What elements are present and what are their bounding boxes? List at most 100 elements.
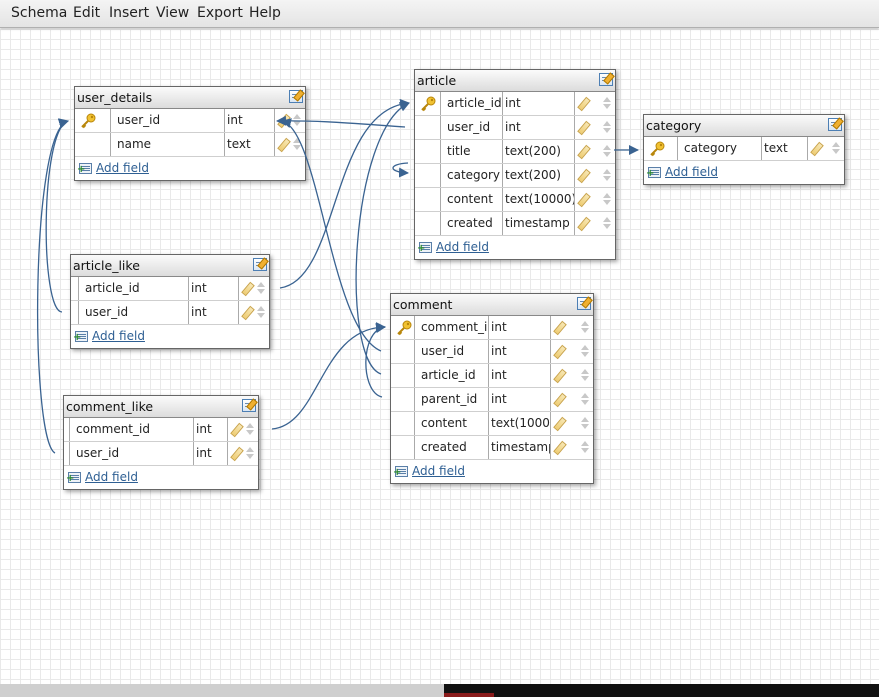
field-name[interactable]: article_id: [441, 92, 503, 115]
reorder-arrows-icon[interactable]: [603, 216, 611, 231]
reorder-arrows-icon[interactable]: [603, 168, 611, 183]
field-type[interactable]: int: [194, 418, 228, 441]
field-name[interactable]: article_id: [79, 277, 189, 300]
reorder-arrows-icon[interactable]: [257, 305, 265, 320]
pencil-icon[interactable]: [230, 446, 244, 462]
reorder-arrows-icon[interactable]: [293, 113, 301, 128]
pencil-icon[interactable]: [577, 216, 591, 232]
field-type[interactable]: int: [489, 364, 551, 387]
field-type[interactable]: text: [762, 137, 808, 160]
menu-insert[interactable]: Insert: [109, 5, 150, 21]
field-type[interactable]: int: [489, 340, 551, 363]
relation-connector[interactable]: [392, 162, 409, 178]
menu-help[interactable]: Help: [249, 5, 281, 21]
pencil-icon[interactable]: [577, 168, 591, 184]
field-name[interactable]: name: [111, 133, 225, 156]
menu-edit[interactable]: Edit: [73, 5, 101, 21]
reorder-arrows-icon[interactable]: [257, 281, 265, 296]
field-type[interactable]: text: [225, 133, 275, 156]
relation-connector[interactable]: [281, 118, 382, 352]
add-field-icon[interactable]: [77, 163, 92, 175]
field-type[interactable]: int: [225, 109, 275, 132]
field-type[interactable]: int: [189, 301, 239, 324]
field-type[interactable]: text(200): [503, 164, 575, 187]
pencil-icon[interactable]: [553, 392, 567, 408]
reorder-arrows-icon[interactable]: [581, 320, 589, 335]
pencil-icon[interactable]: [577, 192, 591, 208]
field-name[interactable]: user_id: [79, 301, 189, 324]
add-field-icon[interactable]: [417, 242, 432, 254]
pencil-icon[interactable]: [241, 305, 255, 321]
table-header[interactable]: comment_like: [64, 396, 258, 418]
reorder-arrows-icon[interactable]: [581, 392, 589, 407]
pencil-icon[interactable]: [241, 281, 255, 297]
field-type[interactable]: text(1000): [489, 412, 551, 435]
field-type[interactable]: timestamp: [503, 212, 575, 235]
field-type[interactable]: int: [503, 92, 575, 115]
add-field-icon[interactable]: [646, 167, 661, 179]
field-name[interactable]: user_id: [70, 442, 194, 465]
reorder-arrows-icon[interactable]: [603, 144, 611, 159]
add-field-link[interactable]: Add field: [665, 165, 718, 179]
field-name[interactable]: user_id: [415, 340, 489, 363]
pencil-icon[interactable]: [810, 141, 824, 157]
edit-table-icon[interactable]: [577, 297, 591, 310]
add-field-link[interactable]: Add field: [85, 470, 138, 484]
reorder-arrows-icon[interactable]: [832, 141, 840, 156]
field-name[interactable]: article_id: [415, 364, 489, 387]
field-type[interactable]: int: [489, 316, 551, 339]
edit-table-icon[interactable]: [289, 90, 303, 103]
scrollbar-thumb[interactable]: [0, 684, 444, 697]
add-field-icon[interactable]: [393, 466, 408, 478]
field-name[interactable]: category: [678, 137, 762, 160]
field-name[interactable]: user_id: [111, 109, 225, 132]
field-type[interactable]: timestamp: [489, 436, 551, 459]
edit-table-icon[interactable]: [599, 73, 613, 86]
pencil-icon[interactable]: [577, 120, 591, 136]
pencil-icon[interactable]: [277, 137, 291, 153]
field-name[interactable]: comment_id: [70, 418, 194, 441]
menu-export[interactable]: Export: [197, 5, 243, 21]
add-field-link[interactable]: Add field: [412, 464, 465, 478]
pencil-icon[interactable]: [553, 368, 567, 384]
field-type[interactable]: int: [489, 388, 551, 411]
reorder-arrows-icon[interactable]: [603, 96, 611, 111]
add-field-link[interactable]: Add field: [92, 329, 145, 343]
relation-connector[interactable]: [36, 118, 69, 454]
relation-connector[interactable]: [271, 322, 386, 430]
field-name[interactable]: content: [415, 412, 489, 435]
relation-connector[interactable]: [355, 102, 410, 375]
menu-view[interactable]: View: [156, 5, 190, 21]
field-type[interactable]: text(10000): [503, 188, 575, 211]
relation-connector[interactable]: [45, 119, 69, 313]
reorder-arrows-icon[interactable]: [246, 446, 254, 461]
table-header[interactable]: article_like: [71, 255, 269, 277]
reorder-arrows-icon[interactable]: [581, 368, 589, 383]
field-name[interactable]: title: [441, 140, 503, 163]
field-type[interactable]: int: [194, 442, 228, 465]
reorder-arrows-icon[interactable]: [581, 344, 589, 359]
relation-connector[interactable]: [279, 98, 410, 289]
pencil-icon[interactable]: [553, 416, 567, 432]
reorder-arrows-icon[interactable]: [246, 422, 254, 437]
table-header[interactable]: article: [415, 70, 615, 92]
table-header[interactable]: category: [644, 115, 844, 137]
add-field-link[interactable]: Add field: [436, 240, 489, 254]
pencil-icon[interactable]: [553, 440, 567, 456]
pencil-icon[interactable]: [553, 320, 567, 336]
field-name[interactable]: category: [441, 164, 503, 187]
